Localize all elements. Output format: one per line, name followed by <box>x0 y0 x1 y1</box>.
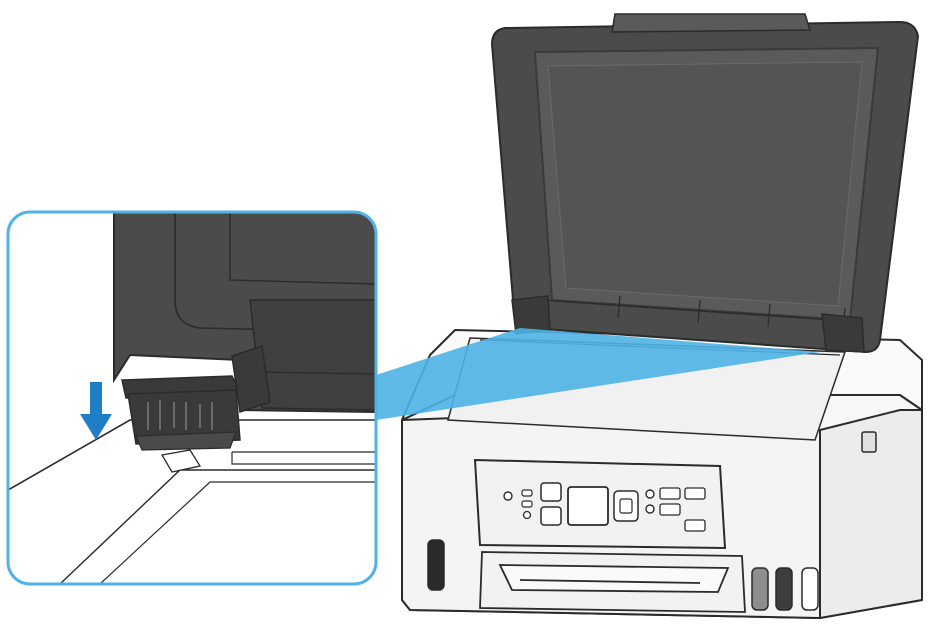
hinge-right <box>821 313 865 353</box>
panel-small-btn-1 <box>521 489 533 497</box>
callout-content <box>8 212 376 584</box>
ink-tank-3 <box>801 567 819 611</box>
side-face <box>819 409 923 619</box>
zoom-lid-inner-2 <box>229 212 376 285</box>
zoom-glass-slot <box>231 451 376 465</box>
zoom-latch-marker <box>160 449 202 473</box>
ink-tank-2 <box>775 567 793 611</box>
panel-button-large-left-2 <box>540 506 562 526</box>
zoom-lid-lower-line <box>261 371 376 375</box>
lid-bottom-edge <box>539 299 863 323</box>
side-handle <box>861 431 877 453</box>
lid-top-handle <box>611 13 812 33</box>
callout-border <box>6 210 378 586</box>
zoom-hinge-side <box>231 345 271 413</box>
display-screen <box>567 486 609 526</box>
panel-key-3 <box>659 503 681 516</box>
panel-small-btn-2 <box>521 500 533 508</box>
ink-tanks <box>427 539 819 611</box>
zoom-deck-edge <box>8 419 376 491</box>
arrow-down-icon <box>80 382 112 440</box>
zoom-glass-line-2 <box>99 481 376 584</box>
zoom-hinge-slots <box>147 400 213 430</box>
panel-dot-4 <box>645 504 655 514</box>
control-panel <box>473 458 727 550</box>
panel-button-large-left <box>540 482 562 502</box>
panel-dot-3 <box>645 489 655 499</box>
callout-zoom <box>6 210 378 586</box>
lid-ribs <box>617 295 846 333</box>
lid-inner-pad-face <box>547 61 863 307</box>
output-tray-lip <box>519 579 701 584</box>
output-tray <box>479 551 746 613</box>
hinge-left <box>511 295 551 335</box>
panel-button-right-inner <box>619 498 633 514</box>
output-tray-paper <box>498 564 730 593</box>
panel-dot-1 <box>503 491 513 501</box>
panel-button-right <box>613 490 639 522</box>
ink-tank-1 <box>751 567 769 611</box>
panel-key-1 <box>659 487 681 500</box>
panel-key-2 <box>684 487 706 500</box>
zoom-hinge-foot <box>135 431 237 451</box>
ink-tank-left <box>427 539 445 591</box>
callout-beam <box>376 328 820 420</box>
panel-dot-2 <box>522 510 532 520</box>
panel-key-4 <box>684 519 706 532</box>
scanner-lid <box>490 13 920 354</box>
zoom-lid-inner <box>174 212 376 333</box>
